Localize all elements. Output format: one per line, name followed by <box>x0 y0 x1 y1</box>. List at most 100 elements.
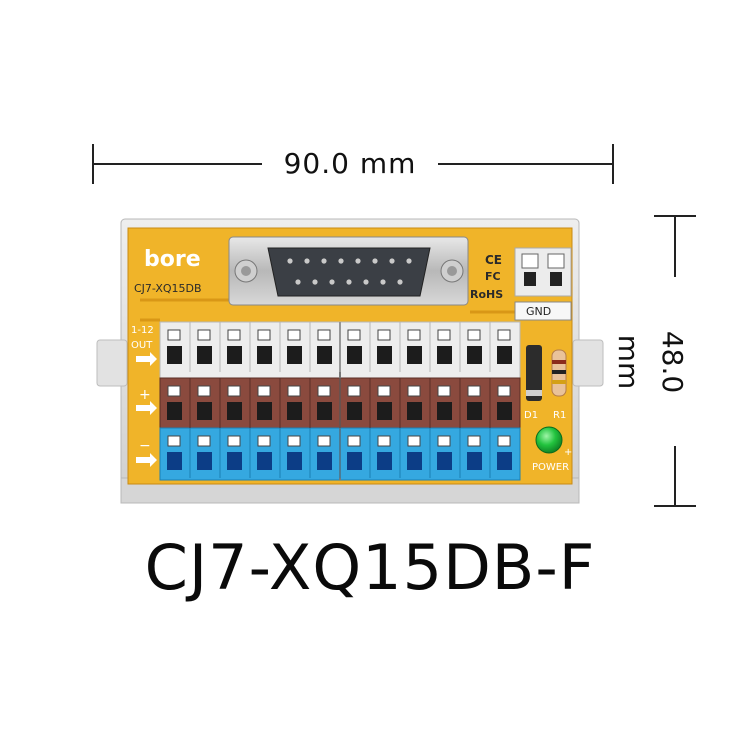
terminal-wire-hole <box>467 346 482 364</box>
terminal-wire-hole <box>317 346 332 364</box>
terminal-release-tab <box>347 385 361 397</box>
terminal-wire-hole <box>287 452 302 470</box>
terminal-wire-hole <box>347 346 362 364</box>
terminal-wire-hole <box>197 452 212 470</box>
terminal-release-tab <box>377 329 391 341</box>
terminal-wire-hole <box>377 346 392 364</box>
terminal-release-tab <box>197 385 211 397</box>
terminal-wire-hole <box>197 346 212 364</box>
width-dimension-right-line <box>438 163 614 165</box>
terminal-wire-hole <box>437 402 452 420</box>
model-silkscreen: CJ7-XQ15DB <box>134 282 202 295</box>
row-arrows <box>136 352 157 467</box>
terminal-release-tab <box>257 329 271 341</box>
led-plus-label: + <box>564 447 572 458</box>
terminal-release-tab <box>407 435 421 447</box>
gnd-label: GND <box>526 305 551 318</box>
terminal-release-tab <box>197 435 211 447</box>
terminal-release-tab <box>497 385 511 397</box>
terminal-wire-hole <box>227 402 242 420</box>
terminal-wire-hole <box>227 452 242 470</box>
terminal-release-tab <box>377 385 391 397</box>
terminal-wire-hole <box>167 346 182 364</box>
terminal-wire-hole <box>437 452 452 470</box>
terminal-release-tab <box>467 329 481 341</box>
terminal-wire-hole <box>407 402 422 420</box>
terminal-release-tab <box>167 385 181 397</box>
terminal-release-tab <box>227 329 241 341</box>
rohs-mark: RoHS <box>470 288 503 301</box>
terminal-wire-hole <box>377 452 392 470</box>
terminal-release-tab <box>347 329 361 341</box>
terminal-release-tab <box>317 435 331 447</box>
terminal-release-tab <box>497 329 511 341</box>
terminal-release-tab <box>317 385 331 397</box>
height-dimension-bottom-line <box>674 446 676 506</box>
brand-logo: bore <box>144 247 201 272</box>
terminal-wire-hole <box>347 402 362 420</box>
terminal-wire-hole <box>167 452 182 470</box>
power-led <box>535 426 563 454</box>
terminal-wire-hole <box>467 452 482 470</box>
row-out-label-2: OUT <box>131 340 153 351</box>
row-plus-label: + <box>139 387 151 403</box>
terminal-wire-hole <box>467 402 482 420</box>
resistor-label: R1 <box>553 410 566 421</box>
terminal-release-tab <box>257 385 271 397</box>
resistor-r1 <box>551 349 567 397</box>
terminal-release-tab <box>287 385 301 397</box>
row-minus-label: − <box>139 438 151 454</box>
terminal-release-tab <box>197 329 211 341</box>
terminal-release-tab <box>227 435 241 447</box>
terminal-release-tab <box>407 329 421 341</box>
terminal-release-tab <box>257 435 271 447</box>
terminal-release-tab <box>437 385 451 397</box>
terminal-wire-hole <box>497 452 512 470</box>
width-dimension-left-line <box>92 163 262 165</box>
terminal-release-tab <box>467 435 481 447</box>
terminal-release-tab <box>377 435 391 447</box>
terminal-wire-hole <box>287 346 302 364</box>
terminal-wire-hole <box>407 452 422 470</box>
terminal-release-tab <box>467 385 481 397</box>
product-name: CJ7-XQ15DB-F <box>144 531 596 604</box>
terminal-wire-hole <box>497 346 512 364</box>
height-dimension-bottom-tick <box>654 505 696 507</box>
row-out-label: 1-12 <box>131 325 154 336</box>
terminal-wire-hole <box>257 346 272 364</box>
diode-d1 <box>526 345 542 401</box>
terminal-wire-hole <box>407 346 422 364</box>
height-dimension-top-line <box>674 215 676 277</box>
terminal-release-tab <box>227 385 241 397</box>
terminal-wire-hole <box>377 402 392 420</box>
terminal-release-tab <box>287 329 301 341</box>
terminal-wire-hole <box>497 402 512 420</box>
terminal-release-tab <box>167 435 181 447</box>
terminal-wire-hole <box>347 452 362 470</box>
terminal-wire-hole <box>257 402 272 420</box>
terminal-wire-hole <box>287 402 302 420</box>
terminal-wire-hole <box>167 402 182 420</box>
terminal-release-tab <box>437 435 451 447</box>
terminal-release-tab <box>287 435 301 447</box>
terminal-release-tab <box>317 329 331 341</box>
terminal-wire-hole <box>317 452 332 470</box>
terminal-wire-hole <box>227 346 242 364</box>
terminal-wire-hole <box>257 452 272 470</box>
ce-mark: CE <box>485 253 502 267</box>
db15-connector <box>228 236 469 306</box>
terminal-wire-hole <box>437 346 452 364</box>
terminal-release-tab <box>347 435 361 447</box>
terminal-release-tab <box>437 329 451 341</box>
width-dimension-right-tick <box>612 144 614 184</box>
terminal-release-tab <box>497 435 511 447</box>
terminal-wire-hole <box>197 402 212 420</box>
terminal-release-tab <box>167 329 181 341</box>
gnd-terminal <box>514 247 572 321</box>
power-label: POWER <box>532 462 569 473</box>
terminal-release-tab <box>407 385 421 397</box>
width-dimension-label: 90.0 mm <box>283 147 417 180</box>
fc-mark: FC <box>485 270 501 283</box>
terminal-wire-hole <box>317 402 332 420</box>
